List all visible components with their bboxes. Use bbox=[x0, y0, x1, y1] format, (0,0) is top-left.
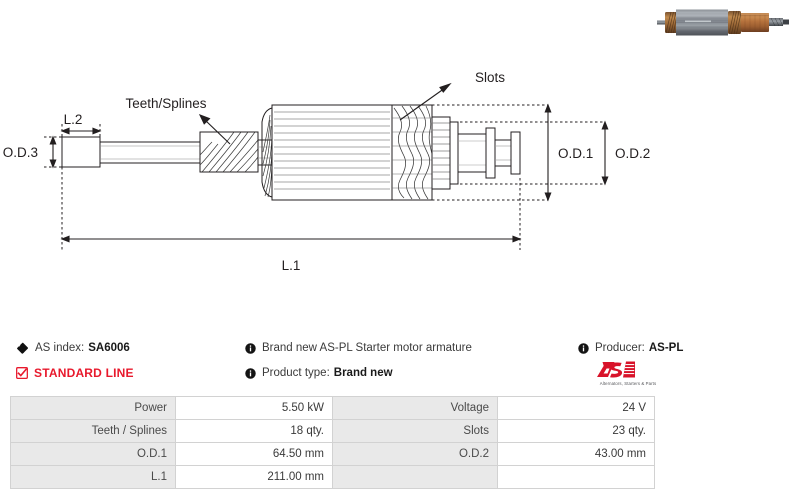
table-row: Teeth / Splines 18 qty. Slots 23 qty. bbox=[10, 419, 655, 443]
spec-label-teeth-splines: Teeth / Splines bbox=[10, 419, 176, 443]
producer-row: Producer: AS-PL bbox=[578, 341, 683, 355]
specifications-table-body: Power 5.50 kW Voltage 24 V Teeth / Splin… bbox=[10, 396, 655, 489]
spec-value-slots: 23 qty. bbox=[497, 419, 655, 443]
info-icon bbox=[245, 367, 256, 379]
producer-value: AS-PL bbox=[648, 342, 684, 354]
dim-label-od2: O.D.2 bbox=[615, 146, 650, 161]
table-row: O.D.1 64.50 mm O.D.2 43.00 mm bbox=[10, 442, 655, 466]
product-type-label: Product type: bbox=[262, 367, 330, 379]
as-index-value: SA6006 bbox=[88, 342, 130, 354]
product-photo[interactable] bbox=[655, 2, 795, 42]
spec-value-teeth-splines: 18 qty. bbox=[175, 419, 333, 443]
dim-label-od3: O.D.3 bbox=[3, 145, 38, 160]
spec-value-voltage: 24 V bbox=[497, 396, 655, 420]
spec-label-empty bbox=[332, 465, 498, 489]
table-row: L.1 211.00 mm bbox=[10, 465, 655, 489]
product-description: Brand new AS-PL Starter motor armature bbox=[262, 342, 472, 354]
as-pl-logo-mark: Alternators, Starters & Parts bbox=[597, 361, 656, 386]
specifications-table: Power 5.50 kW Voltage 24 V Teeth / Splin… bbox=[10, 396, 655, 489]
info-icon bbox=[245, 342, 256, 354]
spec-label-od2: O.D.2 bbox=[332, 442, 498, 466]
as-index-row: AS index: SA6006 bbox=[16, 341, 130, 355]
product-info-block: AS index: SA6006 STANDARD LINE bbox=[0, 333, 800, 389]
dim-label-od1: O.D.1 bbox=[558, 146, 593, 161]
spec-label-od1: O.D.1 bbox=[10, 442, 176, 466]
spec-value-od1: 64.50 mm bbox=[175, 442, 333, 466]
spec-label-power: Power bbox=[10, 396, 176, 420]
spec-value-l1: 211.00 mm bbox=[175, 465, 333, 489]
checkbox-checked-icon bbox=[16, 367, 28, 379]
armature-dimension-diagram: L.2 O.D.3 L.1 O.D.1 O.D.2 Teeth/Splines … bbox=[3, 70, 651, 273]
producer-label: Producer: bbox=[595, 342, 645, 354]
spec-value-power: 5.50 kW bbox=[175, 396, 333, 420]
tag-icon bbox=[16, 342, 29, 355]
info-icon bbox=[578, 342, 589, 354]
spec-value-od2: 43.00 mm bbox=[497, 442, 655, 466]
dim-label-l2: L.2 bbox=[64, 112, 83, 127]
spec-label-voltage: Voltage bbox=[332, 396, 498, 420]
as-pl-logo[interactable]: Alternators, Starters & Parts bbox=[586, 358, 670, 388]
standard-line-label: STANDARD LINE bbox=[34, 366, 134, 380]
table-row: Power 5.50 kW Voltage 24 V bbox=[10, 396, 655, 420]
dim-label-slots: Slots bbox=[475, 70, 505, 85]
as-pl-logo-tagline: Alternators, Starters & Parts bbox=[600, 381, 656, 386]
product-description-row: Brand new AS-PL Starter motor armature bbox=[245, 341, 472, 355]
technical-drawing: L.2 O.D.3 L.1 O.D.1 O.D.2 Teeth/Splines … bbox=[0, 60, 660, 300]
product-type-row: Product type: Brand new bbox=[245, 366, 393, 380]
spec-value-empty bbox=[497, 465, 655, 489]
spec-label-slots: Slots bbox=[332, 419, 498, 443]
dim-label-teeth-splines: Teeth/Splines bbox=[125, 96, 206, 111]
standard-line-row: STANDARD LINE bbox=[16, 366, 134, 380]
product-type-value: Brand new bbox=[333, 367, 393, 379]
armature-photo-image bbox=[657, 9, 789, 36]
as-index-label: AS index: bbox=[35, 342, 85, 354]
dim-label-l1: L.1 bbox=[282, 258, 301, 273]
spec-label-l1: L.1 bbox=[10, 465, 176, 489]
